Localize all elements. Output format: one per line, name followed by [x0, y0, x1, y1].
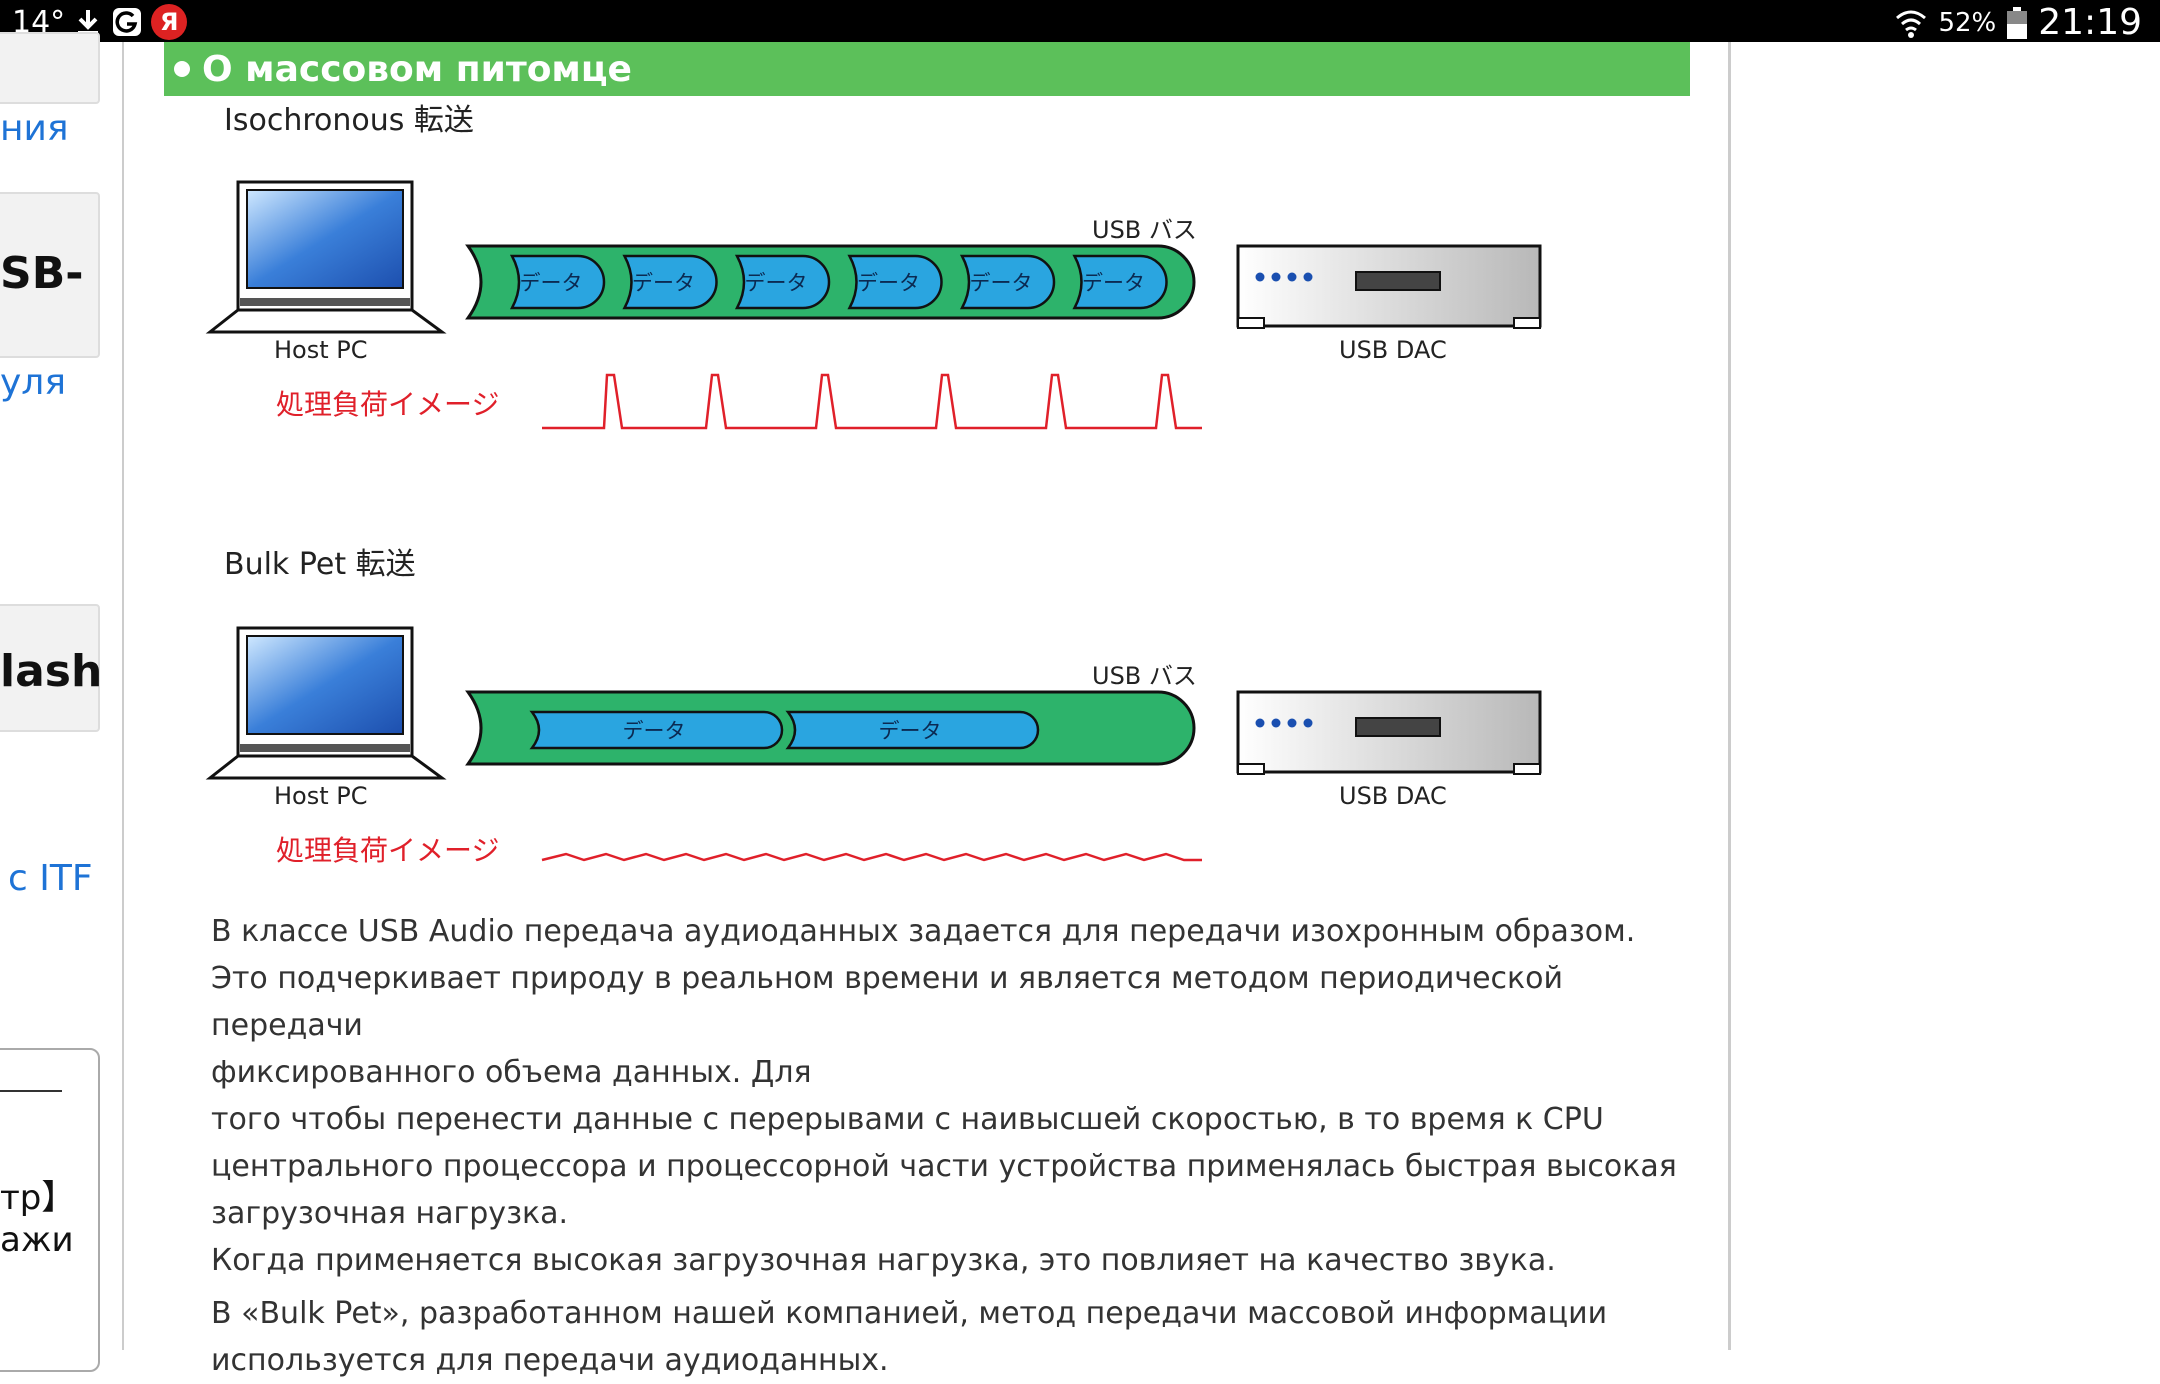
sidebar-link-2[interactable]: уля — [0, 362, 66, 403]
iso-data-packet — [622, 254, 718, 310]
main-content: О массовом питомце Isochronous 転送 Host P… — [124, 42, 1731, 1378]
iso-data-packet-label: データ — [1082, 271, 1145, 295]
wifi-icon — [1896, 10, 1927, 38]
sidebar-card — [0, 32, 100, 104]
usb-dac-icon — [1236, 690, 1542, 775]
iso-data-packet-label: データ — [520, 271, 583, 295]
left-sidebar: ния SB- уля lash с ITF тр】 ажи — [0, 32, 124, 1372]
host-pc-icon — [205, 180, 447, 334]
sidebar-link-1[interactable]: ния — [0, 108, 69, 149]
iso-load-label: 処理負荷イメージ — [276, 388, 499, 421]
bulk-load-line — [541, 852, 1202, 862]
sidebar-card-heading-2: lash — [0, 646, 103, 697]
iso-title: Isochronous 転送 — [224, 103, 474, 138]
bulk-packets: データ データ — [529, 710, 1040, 750]
iso-data-packet — [509, 254, 606, 310]
bulk-title: Bulk Pet 転送 — [224, 547, 416, 582]
battery-percent: 52% — [1938, 7, 1997, 38]
paragraph-2-line: В «Bulk Pet», разработанном нашей компан… — [211, 1296, 1608, 1331]
paragraph-1-line: Когда применяется высокая загрузочная на… — [211, 1243, 1556, 1278]
paragraph-1-line: центрального процессора и процессорной ч… — [211, 1149, 1677, 1184]
iso-data-packet-label: データ — [970, 271, 1033, 295]
iso-data-packet-label: データ — [745, 271, 808, 295]
sidebar-link-3[interactable]: с ITF — [8, 858, 93, 899]
iso-data-packet — [959, 254, 1056, 310]
iso-packets: データ データ データ データ データ データ — [509, 254, 1168, 310]
sidebar-card-heading-1: SB- — [0, 248, 84, 299]
status-right: 52% 21:19 — [1894, 2, 2142, 43]
iso-bus-label: USB バス — [1092, 216, 1197, 244]
iso-host-label: Host PC — [274, 336, 368, 364]
paragraph-1-line: загрузочная нагрузка. — [211, 1196, 569, 1231]
paragraph-1-line: фиксированного объема данных. Для — [211, 1055, 812, 1090]
content-right-border — [1728, 42, 1731, 1350]
host-pc-icon — [205, 626, 447, 780]
sidebar-panel-divider — [0, 1090, 62, 1092]
iso-load-line — [542, 373, 1202, 430]
bulk-data-packet — [529, 710, 784, 750]
transfer-diagram: Isochronous 転送 Host PC USB バス データデータデータデ… — [205, 103, 1542, 867]
iso-data-packet-label: データ — [632, 271, 695, 295]
paragraph-1-line: того чтобы перенести данные с перерывами… — [211, 1102, 1604, 1137]
paragraph-1-line: В классе USB Audio передача аудиоданных … — [211, 914, 1636, 949]
bulk-data-packet-label: データ — [623, 719, 686, 743]
bulk-data-packet — [785, 710, 1040, 750]
paragraph-2: В «Bulk Pet», разработанном нашей компан… — [211, 1290, 1711, 1384]
sidebar-panel-text-2: ажи — [0, 1220, 74, 1260]
bulk-load-label: 処理負荷イメージ — [276, 834, 499, 867]
battery-icon — [2007, 6, 2028, 39]
paragraph-1: В классе USB Audio передача аудиоданных … — [211, 908, 1711, 1284]
yandex-icon: Я — [151, 4, 188, 40]
section-title: О массовом питомце — [202, 48, 632, 90]
iso-data-packet — [1072, 254, 1168, 310]
bullet-icon — [174, 61, 190, 77]
sidebar-panel-text-1: тр】 — [0, 1178, 76, 1218]
bulk-bus-label: USB バス — [1092, 662, 1197, 690]
bulk-data-packet-label: データ — [879, 719, 942, 743]
bulk-dac-label: USB DAC — [1339, 782, 1447, 810]
sidebar-panel: тр】 ажи — [0, 1048, 100, 1372]
iso-data-packet — [734, 254, 831, 310]
section-header: О массовом питомце — [164, 42, 1690, 96]
clock: 21:19 — [2038, 2, 2142, 43]
sync-app-icon — [113, 8, 142, 36]
status-bar: 14° Я 52% 21:19 — [0, 0, 2160, 43]
paragraph-2-line: используется для передачи аудиоданных. — [211, 1343, 889, 1378]
iso-dac-label: USB DAC — [1339, 336, 1447, 364]
usb-dac-icon — [1236, 244, 1542, 329]
paragraph-1-line: Это подчеркивает природу в реальном врем… — [211, 961, 1564, 1043]
iso-data-packet-label: データ — [857, 271, 920, 295]
sidebar-card[interactable]: lash — [0, 604, 103, 732]
iso-data-packet — [847, 254, 943, 310]
sidebar-card[interactable]: SB- — [0, 192, 100, 358]
bulk-host-label: Host PC — [274, 782, 368, 810]
sidebar-divider — [122, 42, 124, 1350]
